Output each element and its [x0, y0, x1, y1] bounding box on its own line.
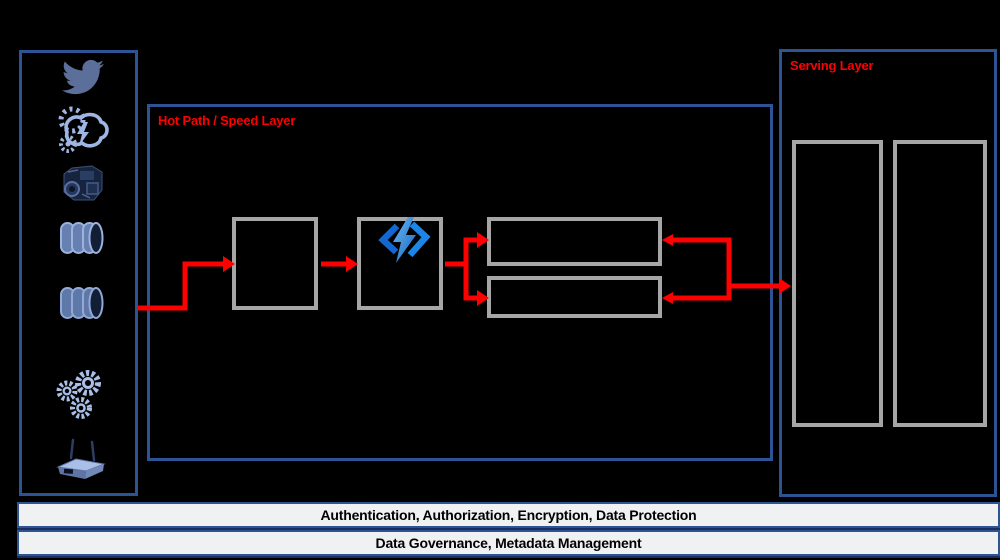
azure-stream-analytics-icon: [375, 215, 433, 270]
serving-layer-title: Serving Layer: [790, 58, 874, 73]
gears-icon: [55, 368, 105, 427]
hot-path-title: Hot Path / Speed Layer: [158, 113, 296, 128]
database-cylinder-icon: [60, 285, 104, 326]
streaming-event-icon: [55, 105, 115, 162]
output-box-top: [487, 217, 662, 266]
database-cylinder-icon: [60, 220, 104, 261]
serving-store-right: [893, 140, 987, 427]
ingest-box: [232, 217, 318, 310]
serving-layer: Serving Layer: [779, 49, 997, 497]
engine-photo-icon: [58, 160, 106, 211]
data-sources-panel: [19, 50, 138, 496]
governance-bar: Data Governance, Metadata Management: [17, 530, 1000, 556]
serving-store-left: [792, 140, 883, 427]
iot-gateway-icon: [52, 438, 108, 487]
twitter-bird-icon: [58, 56, 108, 103]
output-box-bottom: [487, 276, 662, 318]
security-bar: Authentication, Authorization, Encryptio…: [17, 502, 1000, 528]
stream-analytics-box: [357, 217, 443, 310]
